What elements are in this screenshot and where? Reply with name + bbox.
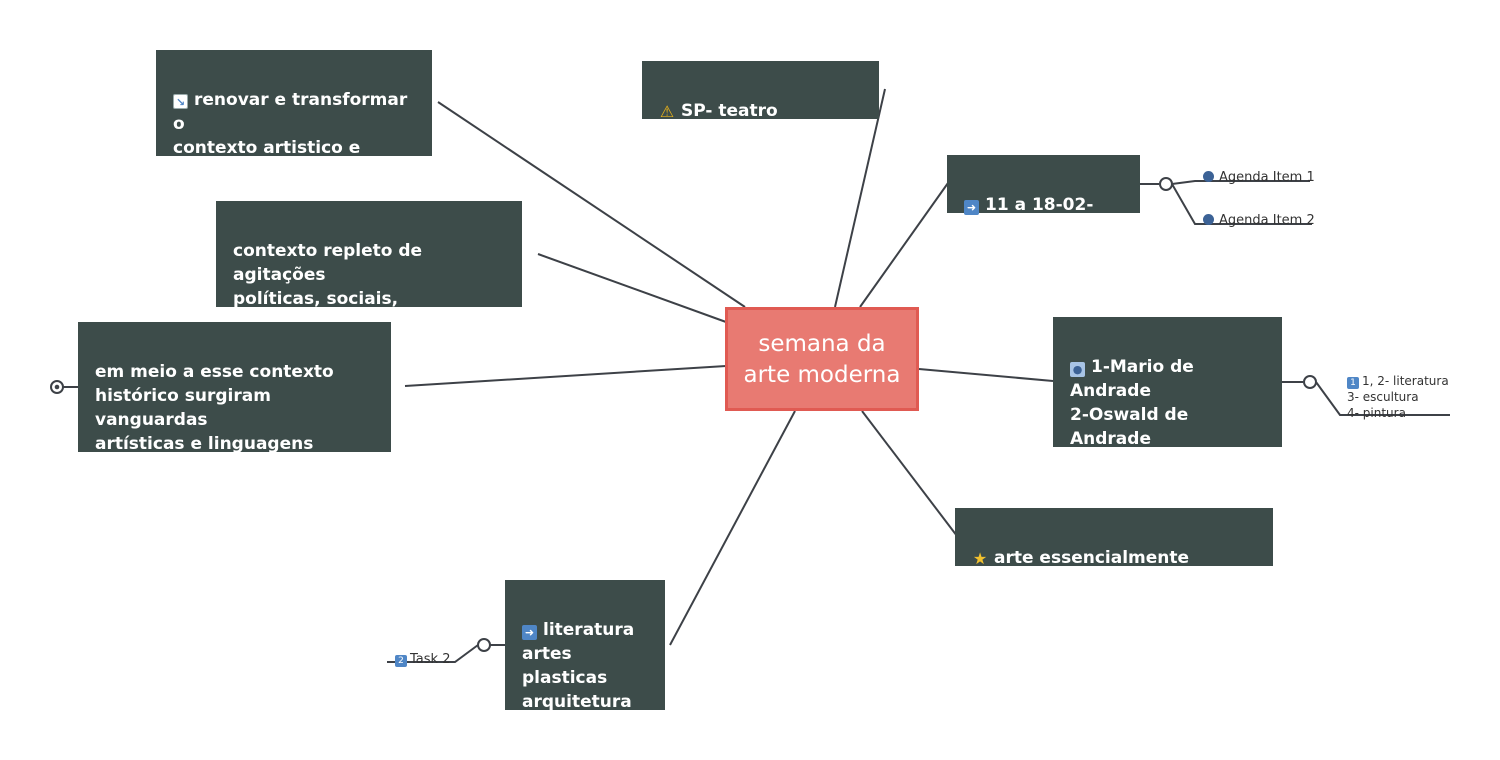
central-topic[interactable]: semana da arte moderna (725, 307, 919, 411)
agenda-item-1-label: Agenda Item 1 (1219, 170, 1315, 185)
collapse-toggle-artes (477, 638, 491, 652)
topic-artistas-text: 1-Mario de Andrade 2-Oswald de Andrade 3… (1070, 357, 1246, 497)
arrow-right-icon: ➜ (964, 200, 979, 215)
link-agenda-2 (1171, 183, 1312, 225)
agenda-item-2-label: Agenda Item 2 (1219, 213, 1315, 228)
bullet-icon (1203, 171, 1214, 182)
link-task-2 (387, 644, 505, 663)
topic-local[interactable]: ⚠SP- teatro municipal (642, 61, 879, 145)
link-local (834, 88, 886, 308)
topic-brasileira-text: arte essencialmente brasileira (972, 548, 1190, 592)
link-vanguardas (404, 365, 727, 387)
subtopic-agenda-item-1[interactable]: Agenda Item 1 (1203, 154, 1315, 186)
link-data (859, 182, 949, 308)
topic-renovar-text: renovar e transformar o contexto artisti… (173, 90, 408, 206)
topic-brasileira[interactable]: ★arte essencialmente brasileira (955, 508, 1273, 592)
link-brasileira (861, 410, 958, 537)
topic-artistas[interactable]: ●1-Mario de Andrade 2-Oswald de Andrade … (1053, 317, 1282, 497)
link-renovar (437, 101, 746, 308)
link-agenda-1 (1140, 180, 1310, 185)
topic-local-text: SP- teatro municipal (659, 101, 778, 145)
star-icon: ★ (972, 549, 988, 568)
topic-vanguardas[interactable]: em meio a esse contexto histórico surgir… (78, 322, 391, 502)
task-2-label: Task 2 (410, 652, 451, 667)
warning-icon: ⚠ (659, 102, 675, 121)
number-2-icon: 2 (395, 655, 407, 667)
topic-data[interactable]: ➜11 a 18-02-1922 (947, 155, 1140, 239)
arrow-right-icon: ➜ (522, 625, 537, 640)
chart-down-icon: ↘ (173, 94, 188, 109)
artistas-note-text: 1, 2- literatura 3- escultura 4- pintura (1347, 374, 1449, 420)
topic-artes[interactable]: ➜literatura artes plasticas arquitetura … (505, 580, 665, 736)
topic-renovar[interactable]: ↘renovar e transformar o contexto artist… (156, 50, 432, 206)
topic-vanguardas-text: em meio a esse contexto histórico surgir… (95, 362, 348, 502)
link-artistas (918, 368, 1054, 382)
topic-artes-text: literatura artes plasticas arquitetura m… (522, 620, 635, 736)
person-icon: ● (1070, 362, 1085, 377)
collapse-toggle-artistas (1303, 375, 1317, 389)
number-1-icon: 1 (1347, 377, 1359, 389)
link-contexto (537, 253, 727, 323)
collapse-toggle-data (1159, 177, 1173, 191)
subtopic-agenda-item-2[interactable]: Agenda Item 2 (1203, 197, 1315, 229)
topic-contexto[interactable]: contexto repleto de agitações políticas,… (216, 201, 522, 357)
link-artes (669, 410, 796, 646)
link-artistas-note (1282, 381, 1450, 416)
bullet-icon (1203, 214, 1214, 225)
topic-data-text: 11 a 18-02-1922 (964, 195, 1094, 239)
